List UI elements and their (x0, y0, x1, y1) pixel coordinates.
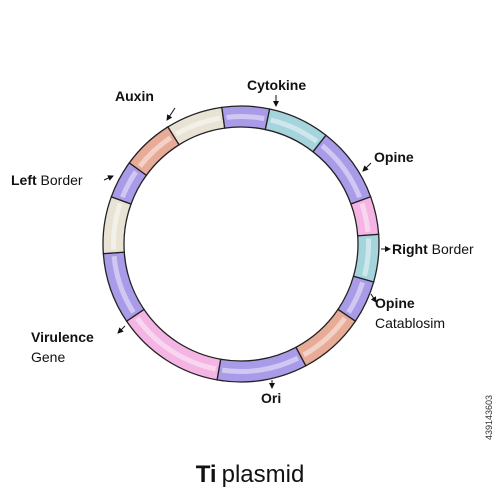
segment-highlight (120, 170, 139, 199)
segment-highlight (137, 135, 173, 168)
left-border-label: Left Border (11, 172, 83, 188)
segment-highlight (175, 115, 221, 137)
segment-highlight (270, 117, 319, 144)
auxin-arrow (166, 107, 176, 121)
segment-highlight (302, 316, 347, 358)
opine-catabolism-arrow (370, 293, 377, 303)
plasmid-segment-purple (102, 251, 145, 323)
ori-label: Ori (261, 390, 281, 406)
right-border-label: Right Border (392, 241, 474, 257)
side-code: 439143603 (484, 395, 494, 440)
auxin-label: Auxin (115, 88, 154, 104)
segment-highlight (111, 255, 136, 314)
virulence-label: Virulence Gene (31, 329, 98, 365)
opine-catabolism-label: Opine Catablosim (375, 295, 445, 331)
segment-highlight (221, 355, 300, 374)
segment-highlight (359, 202, 371, 233)
segment-highlight (135, 316, 217, 372)
segment-highlight (320, 143, 362, 199)
cytokine-label: Cytokine (247, 77, 306, 93)
opine-top-label: Opine (374, 149, 414, 165)
plasmid-ring (102, 105, 380, 383)
plasmid-segment-salmon (128, 126, 180, 177)
opine-top-arrow (362, 162, 372, 172)
segment-highlight (111, 202, 123, 250)
plasmid-segment-purple (216, 346, 307, 383)
segment-highlight (226, 114, 265, 122)
segment-highlight (362, 238, 371, 277)
virulence-arrow (117, 325, 126, 334)
segment-highlight (346, 281, 365, 314)
left-border-arrow (103, 175, 114, 181)
